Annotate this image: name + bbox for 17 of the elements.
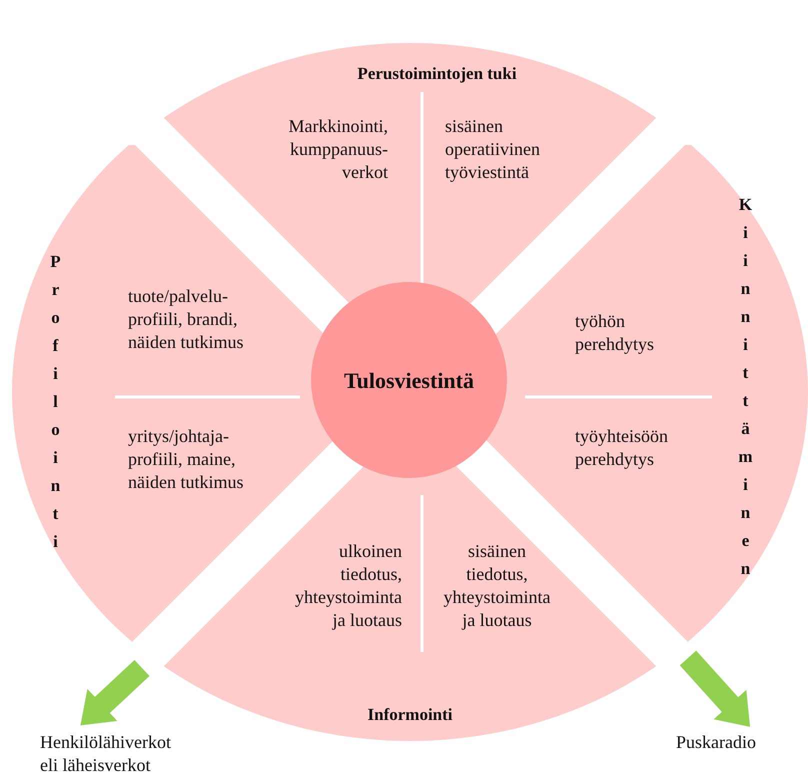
arrow — [680, 650, 750, 727]
sector-text: yritys/johtaja- profiili, maine, näiden tutkimus — [128, 425, 256, 494]
sector-text: ulkoinen tiedotus, yhteystoiminta ja luotaus — [280, 540, 402, 632]
sector-heading: Perustoimintojen tuki — [357, 63, 517, 85]
sector-text: työyhteisöön perehdytys — [575, 425, 690, 471]
sector-text: sisäinen tiedotus, yhteystoiminta ja luotaus — [438, 540, 556, 632]
center-circle: Tulosviestintä — [311, 282, 507, 478]
sector-heading: Informointi — [368, 704, 452, 726]
arrow — [80, 660, 150, 726]
sector-heading: Profilointi — [45, 252, 65, 560]
caption-text: Puskaradio — [676, 731, 796, 754]
sector-text: työhön perehdytys — [575, 310, 680, 356]
sector-text: sisäinen operatiivinen työviestintä — [445, 115, 570, 184]
caption-text: Henkilölähiverkot eli läheisverkot — [40, 731, 190, 777]
sector-text: Markkinointi, kumppanuus- verkot — [263, 115, 388, 184]
sector-text: tuote/palvelu- profiili, brandi, näiden tutkimus — [128, 285, 256, 354]
sector-heading: Kiinnittäminen — [735, 195, 755, 587]
